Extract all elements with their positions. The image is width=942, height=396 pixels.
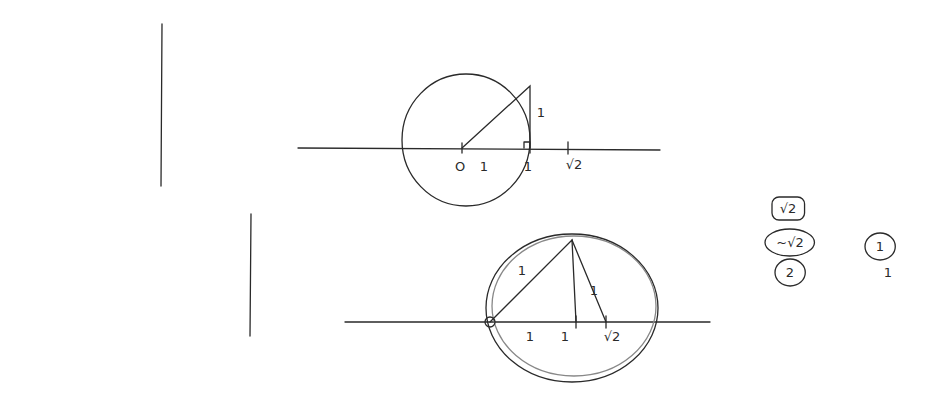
margin-line — [250, 214, 251, 336]
unit-label: 1 — [561, 330, 569, 343]
right-triangle — [490, 240, 576, 322]
circled-value: ~√2 — [767, 230, 812, 255]
unit-label: 1 — [590, 284, 598, 297]
boxed-value: √2 — [771, 196, 806, 221]
unit-label: 1 — [524, 160, 532, 173]
node-text: ~√2 — [776, 236, 803, 249]
node-text: √2 — [780, 202, 797, 215]
outline-shape — [772, 197, 805, 220]
point-mark — [485, 317, 495, 327]
margin-line — [161, 24, 162, 186]
outline-shape — [865, 233, 895, 260]
circled-value: 2 — [777, 260, 803, 285]
circle-arc — [402, 74, 530, 206]
root-label: √2 — [566, 158, 583, 171]
circle-arc — [486, 234, 658, 382]
root-label: √2 — [604, 330, 621, 343]
circled-value: 1 — [867, 234, 893, 259]
origin-label: O — [455, 160, 465, 173]
right-triangle — [462, 86, 530, 148]
tick-marks — [576, 316, 606, 328]
number-line — [345, 321, 710, 322]
node-text: 2 — [786, 266, 794, 279]
outline-shape — [765, 229, 814, 256]
circle-arc — [492, 236, 656, 376]
number-line — [298, 148, 660, 150]
unit-label: 1 — [537, 106, 545, 119]
unit-label: 1 — [518, 264, 526, 277]
side-line — [572, 240, 606, 322]
unit-label: 1 — [480, 160, 488, 173]
unit-label: 1 — [884, 266, 892, 279]
node-text: 1 — [876, 240, 884, 253]
unit-label: 1 — [526, 330, 534, 343]
tick-marks — [462, 142, 568, 154]
outline-shape — [775, 259, 805, 286]
right-angle-mark — [524, 142, 530, 148]
